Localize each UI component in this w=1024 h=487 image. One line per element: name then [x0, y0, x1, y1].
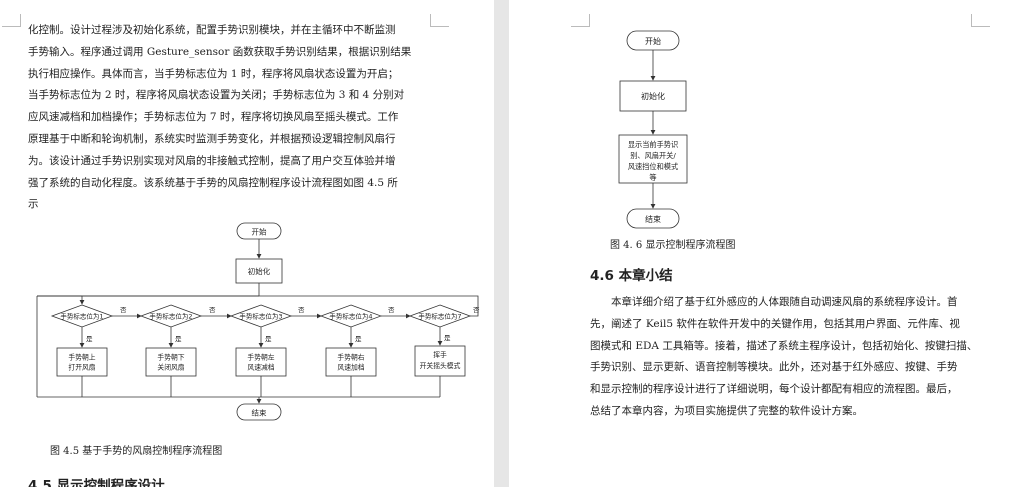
flow-action-label: 风速减档 [247, 363, 274, 372]
section-heading: 4.6 本章小结 [590, 268, 673, 284]
flow-no-label: 否 [120, 306, 127, 314]
flow-action-label: 风速加档 [337, 363, 364, 372]
flow-action-fan-off [145, 347, 197, 377]
flow-init-label: 初始化 [641, 91, 665, 101]
flow-init-label: 初始化 [248, 266, 271, 276]
text-line: 当手势标志位为 2 时，程序将风扇状态设置为关闭；手势标志位为 3 和 4 分别… [28, 89, 405, 102]
flow-action-label: 挥手 [433, 350, 447, 359]
crop-mark [971, 14, 990, 27]
flow-decision-label: 手势标志位为2 [149, 312, 192, 321]
flow-no-label: 否 [473, 306, 480, 314]
document-page-left: 化控制。设计过程涉及初始化系统，配置手势识别模块，并在主循环中不断监测 手势输入… [0, 0, 494, 487]
flow-init-box [619, 80, 687, 112]
flow-decision-label: 手势标志位为3 [239, 312, 282, 321]
text-line: 总结了本章内容，为项目实施提供了完整的软件设计方案。 [590, 404, 863, 417]
flow-action-swing-mode [414, 345, 466, 377]
text-line: 为。该设计通过手势识别实现对风扇的非接触式控制，提高了用户交互体验并增 [28, 154, 396, 167]
flow-decision-label: 手势标志位为1 [60, 312, 103, 321]
flow-yes-label: 是 [265, 335, 272, 343]
flow-action-label: 手势朝上 [68, 353, 95, 362]
flow-no-label: 否 [298, 306, 305, 314]
text-line: 本章详细介绍了基于红外感应的人体跟随自动调速风扇的系统程序设计。首 [611, 296, 958, 308]
flow-display-label: 等 [649, 173, 656, 182]
text-line: 应风速减档和加档操作；手势标志位为 7 时，程序将切换风扇至摇头模式。工作 [28, 111, 399, 124]
text-line: 手势输入。程序通过调用 Gesture_sensor 函数获取手势识别结果，根据… [28, 45, 412, 58]
flow-end-label: 结束 [645, 214, 661, 224]
flow-loop-line [37, 295, 479, 317]
summary-paragraph: 本章详细介绍了基于红外感应的人体跟随自动调速风扇的系统程序设计。首 先，阐述了 … [590, 292, 985, 423]
crop-mark [430, 14, 449, 27]
flow-display-label: 风速挡位和模式 [628, 162, 678, 171]
flow-yes-label: 是 [444, 334, 451, 342]
flow-action-label: 开关摇头模式 [420, 361, 461, 370]
flow-decision-label: 手势标志位为4 [329, 312, 372, 321]
flow-action-speed-up [325, 347, 377, 377]
flow-no-label: 否 [388, 306, 395, 314]
section-heading: 4.5 显示控制程序设计 [28, 478, 165, 487]
flow-end-terminal [236, 403, 282, 421]
flow-yes-label: 是 [175, 335, 182, 343]
text-line: 手势识别、显示更新、语音控制等模块。此外，还对基于红外感应、按键、手势 [590, 361, 958, 374]
flow-end-label: 结束 [252, 408, 267, 418]
text-line: 执行相应操作。具体而言，当手势标志位为 1 时，程序将风扇状态设置为开启； [28, 67, 399, 80]
text-line: 图模式和 EDA 工具箱等。接着，描述了系统主程序设计，包括初始化、按键扫描、 [590, 339, 978, 352]
flow-action-label: 打开风扇 [68, 363, 95, 372]
figure-caption: 图 4. 6 显示控制程序流程图 [610, 240, 736, 251]
flow-decision-label: 手势标志位为7 [418, 312, 461, 321]
flow-yes-label: 是 [355, 335, 362, 343]
document-page-right [509, 0, 1024, 487]
flow-no-label: 否 [209, 306, 216, 314]
flow-yes-label: 是 [86, 335, 93, 343]
text-line: 先，阐述了 Keil5 软件在软件开发中的关键作用，包括其用户界面、元件库、视 [590, 317, 960, 330]
flow-action-label: 手势朝右 [337, 353, 364, 362]
flow-display-box [618, 134, 688, 184]
text-line: 和显示控制的程序设计进行了详细说明，每个设计都配有相应的流程图。最后， [590, 383, 958, 396]
figure-caption: 图 4.5 基于手势的风扇控制程序流程图 [50, 446, 223, 457]
gesture-flowchart: 开始 初始化 手势标志位为1 否 是 手势标志位为2 否 是 [36, 222, 480, 421]
flow-action-label: 关闭风扇 [157, 363, 184, 372]
flow-display-label: 显示当前手势识 [628, 140, 678, 149]
text-line: 示 [28, 198, 39, 211]
crop-mark [571, 14, 590, 27]
flow-action-label: 手势朝左 [247, 353, 274, 362]
flow-action-label: 手势朝下 [157, 353, 184, 362]
crop-mark [2, 14, 21, 27]
flow-init-box [235, 258, 283, 284]
flow-action-fan-on [56, 347, 108, 377]
flow-display-label: 别、风扇开关/ [630, 151, 676, 160]
body-paragraph: 化控制。设计过程涉及初始化系统，配置手势识别模块，并在主循环中不断监测 手势输入… [28, 20, 433, 216]
text-line: 化控制。设计过程涉及初始化系统，配置手势识别模块，并在主循环中不断监测 [28, 24, 396, 36]
flow-end-terminal [626, 208, 680, 229]
flow-start-label: 开始 [645, 36, 661, 46]
text-line: 强了系统的自动化程度。该系统基于手势的风扇控制程序设计流程图如图 4.5 所 [28, 176, 398, 189]
text-line: 原理基于中断和轮询机制，系统实时监测手势变化，并根据预设逻辑控制风扇行 [28, 132, 396, 145]
flow-start-label: 开始 [252, 227, 267, 237]
